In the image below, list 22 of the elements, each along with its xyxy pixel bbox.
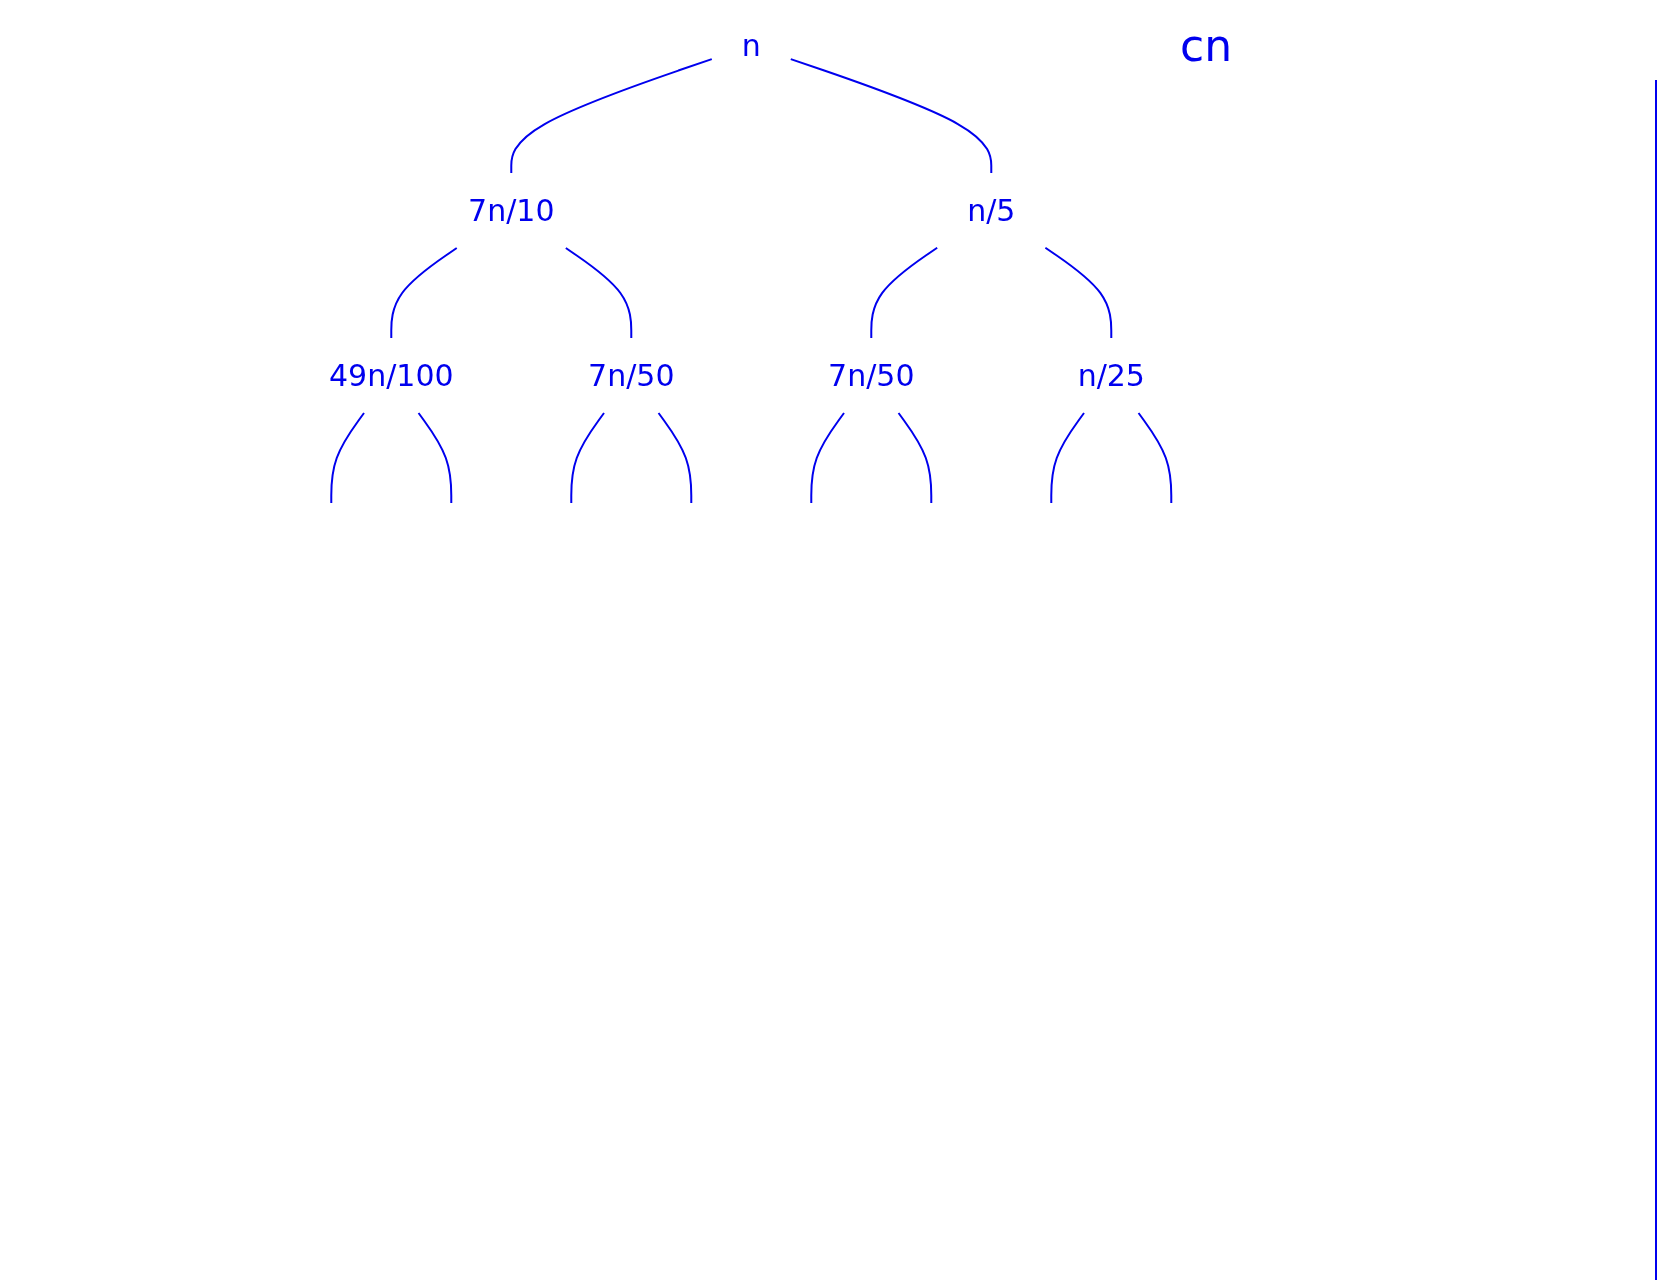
annotation-text: cn: [1180, 20, 1233, 71]
connector: [810, 412, 845, 504]
node-text: n/5: [967, 193, 1016, 228]
node-text: 49n/100: [328, 358, 454, 393]
connector: [564, 247, 633, 339]
connector: [897, 412, 933, 504]
connector: [789, 58, 993, 174]
connector: [417, 412, 453, 504]
connector: [1137, 412, 1173, 504]
connector: [330, 412, 365, 504]
node-text: 7n/50: [587, 358, 675, 393]
connector: [657, 412, 693, 504]
node-text: n: [741, 28, 761, 63]
connector: [1050, 412, 1085, 504]
connector: [390, 247, 458, 339]
node-text: 7n/10: [467, 193, 555, 228]
connector: [510, 58, 713, 174]
node-text: 7n/50: [827, 358, 915, 393]
node-text: n/25: [1077, 358, 1145, 393]
connector: [870, 246, 939, 339]
connector: [1044, 246, 1113, 339]
connector: [570, 412, 605, 504]
